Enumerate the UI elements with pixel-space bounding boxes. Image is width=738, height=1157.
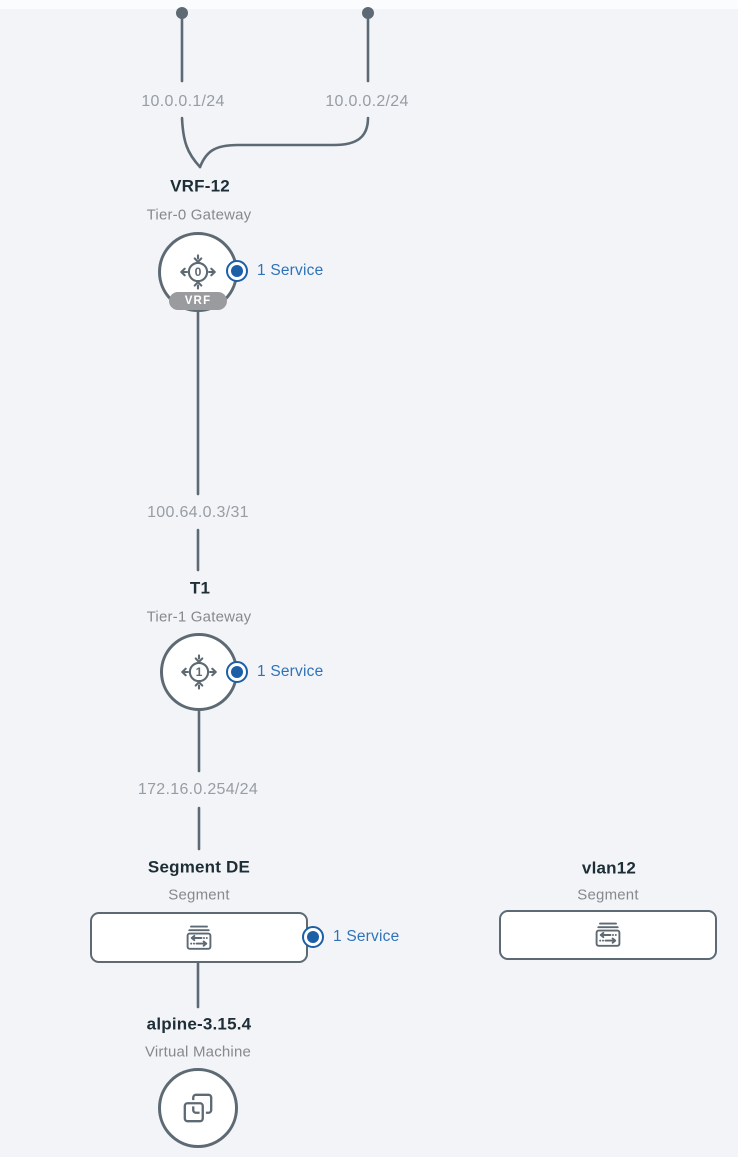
t1-services-label: 1 Service [257, 663, 324, 680]
segment-de-title: Segment DE [147, 857, 251, 877]
segment-icon [185, 925, 213, 951]
vlan12-type-label: Segment [577, 886, 639, 904]
svg-text:1: 1 [196, 665, 203, 679]
vm-type-label: Virtual Machine [144, 1043, 252, 1061]
uplink1-curve [180, 116, 202, 169]
virtual-machine-icon [179, 1089, 217, 1127]
service-count-icon [302, 926, 324, 948]
segment-de-services-link[interactable]: 1 Service [302, 926, 399, 948]
service-count-icon [226, 661, 248, 683]
t1-gateway-title: T1 [189, 578, 211, 598]
t0-t1-link-ip-label: 100.64.0.3/31 [147, 504, 249, 521]
t0-services-link[interactable]: 1 Service [226, 260, 323, 282]
t1-segment-link-ip-label: 172.16.0.254/24 [137, 781, 259, 798]
uplink1-endpoint-dot [176, 7, 188, 19]
vm-title: alpine-3.15.4 [146, 1014, 252, 1034]
uplink2-ip-label: 10.0.0.2/24 [325, 93, 409, 110]
vlan12-node[interactable] [499, 910, 717, 960]
t1-gateway-type-label: Tier-1 Gateway [146, 608, 252, 626]
service-count-icon [226, 260, 248, 282]
segment-icon [594, 922, 622, 948]
uplink2-curve [198, 116, 370, 169]
uplink2-endpoint-dot [362, 7, 374, 19]
segment-de-node[interactable] [90, 912, 308, 963]
vlan12-title: vlan12 [581, 858, 637, 878]
svg-text:0: 0 [195, 265, 202, 279]
tier1-gateway-icon: 1 [181, 654, 217, 690]
segment-de-services-label: 1 Service [333, 928, 400, 945]
segment-de-type-label: Segment [168, 886, 230, 904]
top-strip [0, 0, 738, 9]
t0-services-label: 1 Service [257, 262, 324, 279]
vrf-badge: VRF [169, 292, 227, 310]
uplink1-ip-label: 10.0.0.1/24 [141, 93, 225, 110]
t1-services-link[interactable]: 1 Service [226, 661, 323, 683]
t0-gateway-title: VRF-12 [170, 176, 230, 196]
vm-node[interactable] [158, 1068, 238, 1148]
t0-gateway-type-label: Tier-0 Gateway [146, 206, 252, 224]
tier0-gateway-icon: 0 [180, 254, 216, 290]
